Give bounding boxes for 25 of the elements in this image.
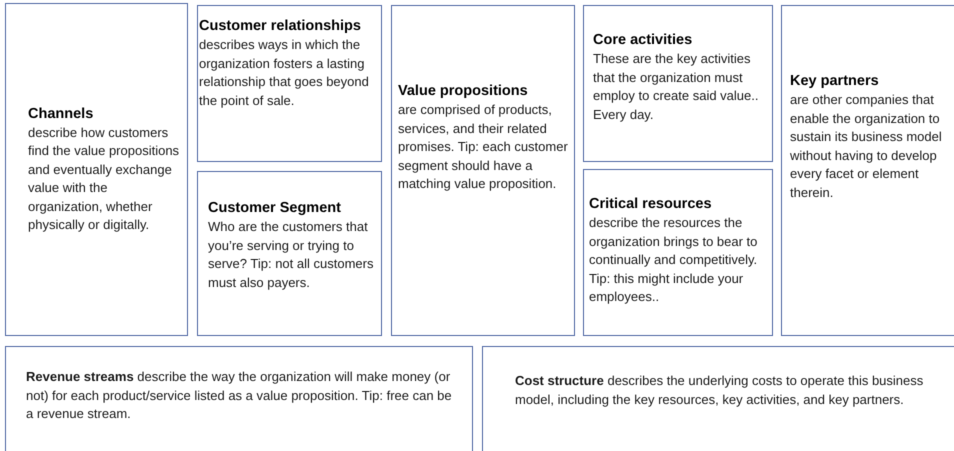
block-heading: Critical resources: [589, 195, 713, 214]
block-description: Cost structure describes the underlying costs to operate this business model, including the key resources, key activities, and key partners.: [515, 372, 924, 409]
block-description: are comprised of products, services, and their related promises. Tip: each customer segment should have a matching value proposition.: [398, 101, 569, 193]
block-description: These are the key activities that the organization must employ to create said value.. Every day.: [593, 50, 760, 124]
block-description: Revenue streams describe the way the organization will make money (or not) for each product/service listed as a value proposition. Tip: free can be a revenue stream.: [26, 368, 453, 423]
canvas-block: [482, 346, 954, 451]
canvas-block: [197, 5, 382, 162]
canvas-block: [5, 346, 473, 451]
block-description: describe how customers find the value propositions and eventually exchange value with the organization, whether physically or digitally.: [28, 124, 180, 234]
canvas-block: [391, 5, 575, 336]
block-description: describe the resources the organization brings to bear to continually and competitively. Tip: this might include your employees..: [589, 214, 758, 306]
canvas-block: [781, 5, 954, 336]
canvas-block: [583, 5, 773, 162]
canvas-block: [583, 169, 773, 336]
block-description: describes ways in which the organization fosters a lasting relationship that goes beyond the point of sale.: [199, 36, 370, 110]
block-heading: Customer Segment: [208, 199, 342, 218]
block-heading: Customer relationships: [199, 17, 362, 36]
block-description: are other companies that enable the organization to sustain its business model without having to develop every facet or element therein.: [790, 91, 943, 202]
block-description: Who are the customers that you’re serving or trying to serve? Tip: not all customers must also payers.: [208, 218, 374, 292]
canvas-block: [197, 171, 382, 336]
block-heading: Key partners: [790, 72, 880, 91]
block-heading: Value propositions: [398, 82, 529, 101]
block-heading: Channels: [28, 104, 94, 124]
canvas-block: [5, 3, 188, 336]
block-heading: Core activities: [593, 31, 694, 50]
